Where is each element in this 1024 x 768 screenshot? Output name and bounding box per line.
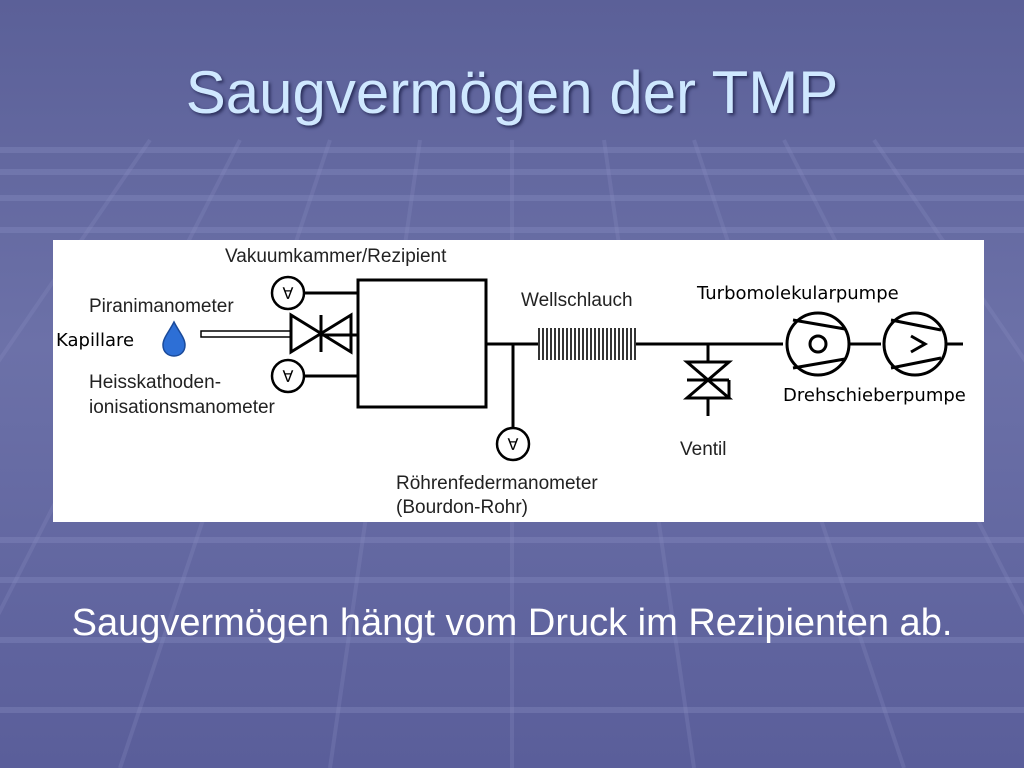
- label-bourdon-1: Röhrenfedermanometer: [396, 473, 598, 494]
- capillary-tube: [200, 330, 292, 338]
- ionization-gauge: [270, 358, 306, 394]
- label-valve: Ventil: [680, 439, 727, 460]
- rotary-pump-symbol: [882, 311, 948, 377]
- turbo-pump-symbol: [785, 311, 851, 377]
- vacuum-chamber: [356, 278, 488, 409]
- pirani-gauge: [270, 275, 306, 311]
- droplet-icon: [162, 320, 186, 357]
- slide-title: Saugvermögen der TMP: [185, 59, 839, 126]
- label-hot-cathode-1: Heisskathoden-: [89, 372, 222, 393]
- label-capillary: Kapillare: [56, 330, 135, 351]
- branch-valve: [682, 360, 734, 416]
- bellows: [538, 328, 636, 360]
- label-pirani: Piranimanometer: [89, 296, 234, 317]
- label-bellows: Wellschlauch: [521, 290, 633, 311]
- bourdon-gauge: [495, 426, 531, 462]
- label-hot-cathode-2: ionisationsmanometer: [89, 397, 275, 418]
- svg-text:∀: ∀: [283, 367, 294, 386]
- svg-text:∀: ∀: [508, 435, 519, 454]
- vacuum-setup-diagram: ∀ ∀ ∀ Vakuumkammer/Rezipient Piranim: [53, 240, 984, 522]
- label-chamber: Vakuumkammer/Rezipient: [225, 246, 447, 267]
- svg-text:∀: ∀: [283, 284, 294, 303]
- label-turbo-pump: Turbomolekularpumpe: [697, 283, 899, 304]
- diagram-drawing: ∀ ∀ ∀: [162, 275, 963, 462]
- inlet-valve: [289, 312, 353, 355]
- slide-caption: Saugvermögen hängt vom Druck im Rezipien…: [71, 602, 953, 644]
- label-rotary-pump: Drehschieberpumpe: [783, 385, 966, 406]
- label-bourdon-2: (Bourdon-Rohr): [396, 497, 528, 518]
